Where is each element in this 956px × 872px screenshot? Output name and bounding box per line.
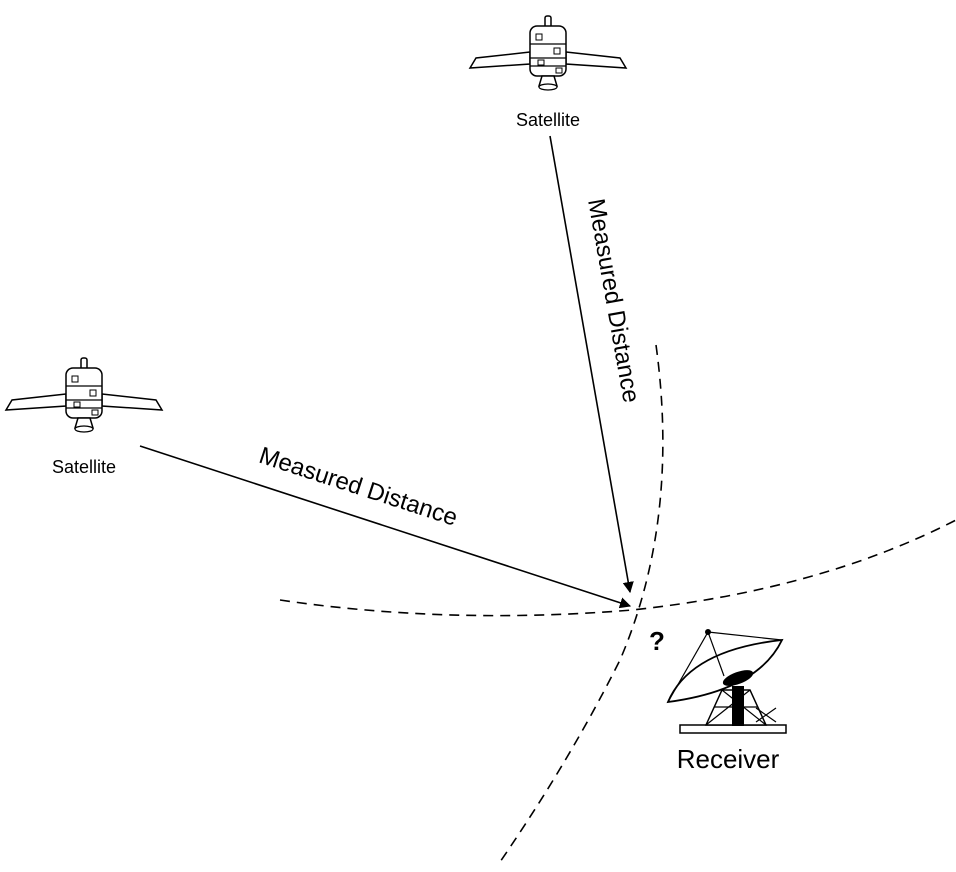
satellite-icon — [469, 15, 627, 91]
distance-label-left: Measured Distance — [256, 442, 461, 532]
range-arc-top-satellite — [499, 344, 664, 863]
satellite-icon — [5, 357, 163, 433]
range-arc-left-satellite — [279, 519, 956, 617]
satellite-left-label: Satellite — [52, 457, 116, 477]
unknown-position-marker: ? — [649, 626, 665, 656]
satellite-dish-icon — [666, 629, 787, 734]
receiver-label: Receiver — [677, 744, 780, 774]
distance-line-top — [549, 135, 634, 594]
distance-line-left — [139, 445, 632, 609]
satellite-top-label: Satellite — [516, 110, 580, 130]
